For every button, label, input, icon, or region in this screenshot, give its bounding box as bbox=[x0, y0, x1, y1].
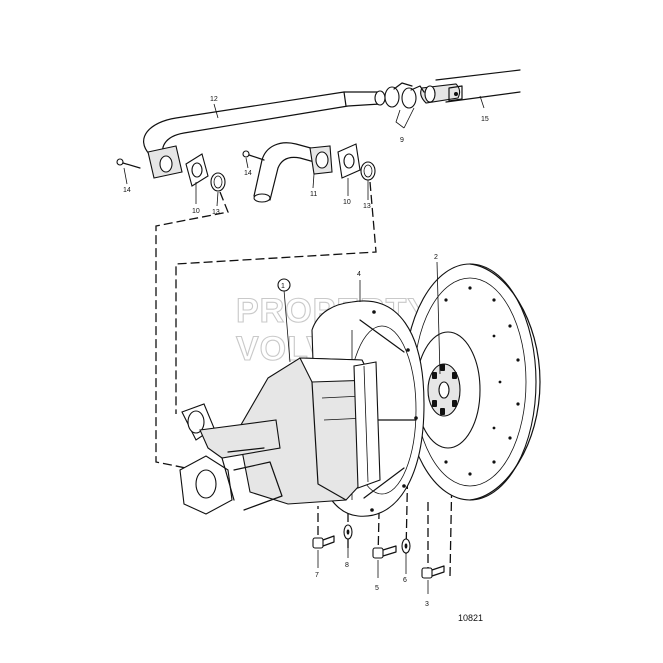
callout-3: 3 bbox=[425, 601, 429, 608]
callout-7: 7 bbox=[315, 572, 319, 579]
callout-11: 11 bbox=[310, 191, 317, 198]
callout-1: 1 bbox=[281, 283, 285, 290]
drawing-reference-number: 10821 bbox=[458, 613, 483, 623]
callout-10-right: 10 bbox=[343, 199, 351, 206]
callout-6: 6 bbox=[403, 577, 407, 584]
callout-labels: 1 2 3 4 5 6 7 8 9 10 10 11 12 13 13 14 1… bbox=[123, 96, 489, 608]
leader-lines bbox=[123, 95, 485, 594]
pipe-bend-11 bbox=[242, 142, 376, 203]
exhaust-elbow bbox=[179, 403, 283, 515]
callout-9: 9 bbox=[400, 137, 404, 144]
callout-5: 5 bbox=[375, 585, 379, 592]
callout-12: 12 bbox=[210, 96, 218, 103]
callout-13-right: 13 bbox=[363, 203, 371, 210]
callout-4: 4 bbox=[357, 271, 361, 278]
callout-8: 8 bbox=[345, 562, 349, 569]
callout-circle-1 bbox=[277, 278, 291, 292]
callout-13-left: 13 bbox=[212, 209, 220, 216]
callout-14-right: 14 bbox=[244, 170, 252, 177]
callout-10-left: 10 bbox=[192, 208, 200, 215]
callout-15: 15 bbox=[481, 116, 489, 123]
left-gasket-group bbox=[116, 153, 226, 192]
callout-2: 2 bbox=[434, 254, 438, 261]
exhaust-pipe-15 bbox=[420, 69, 521, 104]
flywheel-bolt-holes bbox=[444, 286, 520, 476]
hose-clamps-9 bbox=[384, 82, 425, 109]
bolts-and-washers bbox=[312, 524, 445, 579]
exhaust-pipe-12 bbox=[143, 90, 386, 179]
coupling-plate bbox=[415, 331, 481, 449]
callout-14-left: 14 bbox=[123, 187, 131, 194]
